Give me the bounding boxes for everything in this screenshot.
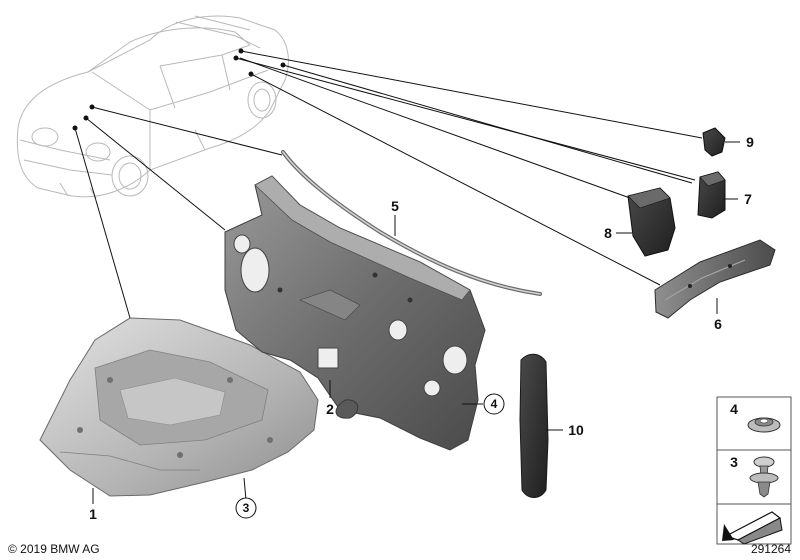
diagram-number: 291264 (751, 542, 791, 556)
part-5-seal-strip (281, 150, 542, 296)
callout-5: 5 (391, 198, 399, 214)
part-2-firewall-insulation (224, 175, 486, 451)
part-1-heat-shield (39, 317, 319, 497)
callout-6: 6 (714, 316, 722, 332)
clip-fastener-icon (749, 456, 779, 498)
callout-9: 9 (746, 134, 754, 150)
leader-lines (72, 48, 703, 319)
callout-7: 7 (744, 191, 752, 207)
callout-ticks (92, 141, 740, 504)
copyright-text: © 2019 BMW AG (8, 542, 100, 556)
callout-8: 8 (604, 225, 612, 241)
callout-3: 3 (243, 501, 250, 515)
legend-item-4-label: 4 (730, 401, 738, 417)
callout-10: 10 (568, 422, 584, 438)
part-8-insulation-block (627, 187, 676, 257)
callout-1: 1 (89, 506, 97, 522)
direction-arrow-icon (722, 511, 783, 545)
car-outline-illustration (16, 15, 289, 199)
callout-2: 2 (326, 401, 334, 417)
grommet-icon (747, 417, 781, 433)
part-6-insulation-strip (654, 239, 776, 319)
legend-item-3-label: 3 (730, 454, 738, 470)
fastener-legend: 4 3 (716, 396, 792, 545)
part-7-insulation-block (697, 171, 726, 219)
callout-labels: 1 3 2 5 4 10 6 7 8 9 (89, 134, 754, 522)
part-10-insulation-pad (519, 353, 549, 498)
callout-4: 4 (491, 397, 498, 411)
part-9-small-pad (702, 127, 726, 157)
